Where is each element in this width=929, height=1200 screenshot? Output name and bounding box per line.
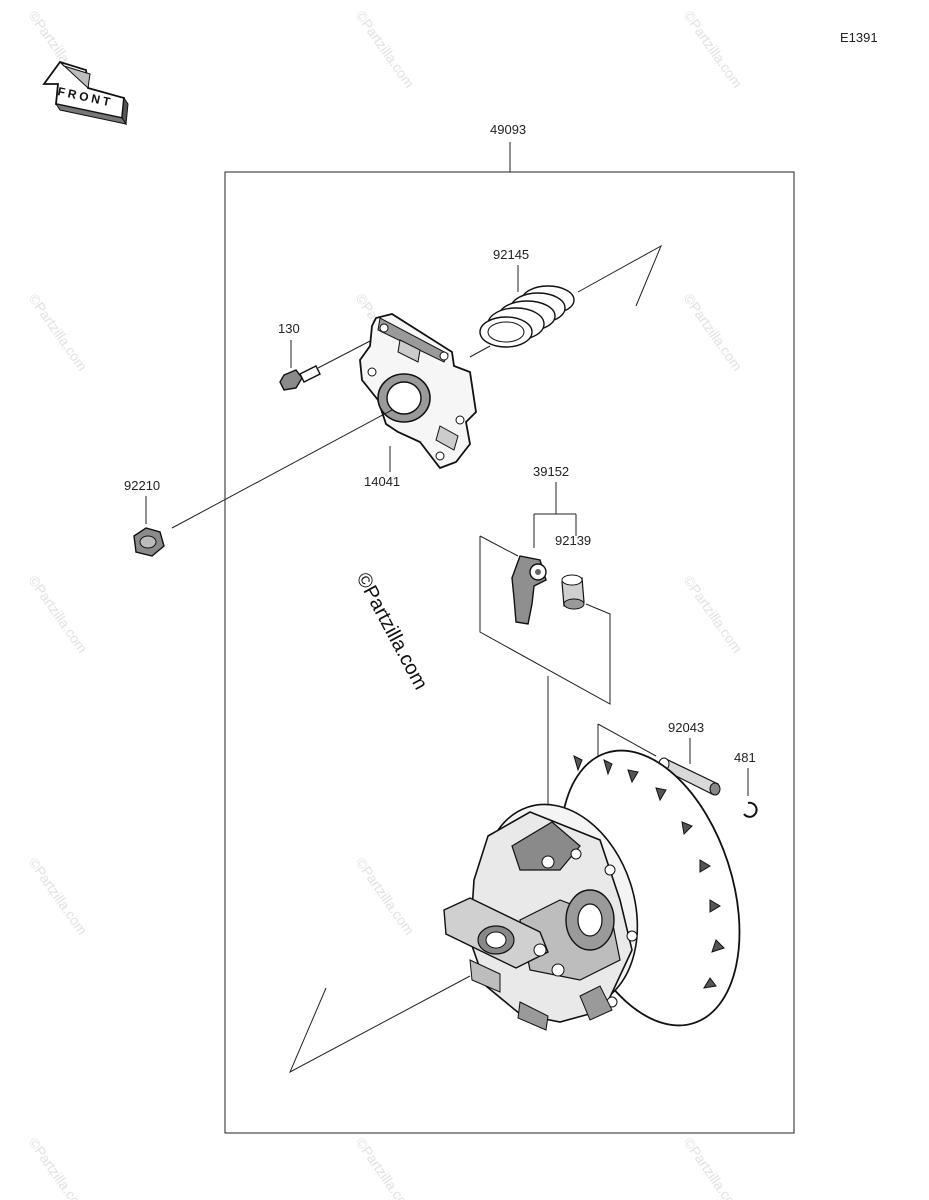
watermark: ©Partzilla.com [26, 291, 91, 374]
collar-part [561, 574, 585, 610]
pin-part [658, 757, 721, 796]
label-bolt: 130 [278, 321, 300, 336]
label-pin: 92043 [668, 720, 704, 735]
watermark: ©Partzilla.com [26, 573, 91, 656]
label-weight-set: 39152 [533, 464, 569, 479]
axis-line-lower [288, 975, 471, 1074]
watermark: ©Partzilla.com [26, 1135, 91, 1200]
watermark: ©Partzilla.com [681, 1135, 746, 1200]
label-collar: 92139 [555, 533, 591, 548]
axis-line-nut [171, 409, 393, 529]
diagram-code: E1391 [840, 30, 878, 45]
watermark: ©Partzilla.com [353, 8, 418, 91]
watermark: ©Partzilla.com [26, 855, 91, 938]
assembly-frame [224, 171, 795, 1134]
cover-plate-part [359, 313, 477, 470]
circlip-part [743, 801, 758, 818]
axis-line-spring [469, 345, 491, 358]
weight-arm-part [511, 555, 547, 625]
label-circlip: 481 [734, 750, 756, 765]
axis-line-upper [577, 244, 663, 307]
watermark: ©Partzilla.com [353, 855, 418, 938]
label-spring: 92145 [493, 247, 529, 262]
center-watermark: ©Partzilla.com [352, 569, 432, 693]
label-nut: 92210 [124, 478, 160, 493]
front-arrow-icon: FRONT [42, 60, 129, 126]
label-assembly: 49093 [490, 122, 526, 137]
watermark: ©Partzilla.com [681, 573, 746, 656]
weight-set-frame [479, 536, 611, 705]
axis-line-pin [597, 723, 657, 757]
bolt-part [279, 365, 321, 391]
watermark: ©Partzilla.com [353, 1135, 418, 1200]
leader-weight-set [533, 482, 577, 548]
nut-part [133, 527, 165, 557]
label-cover-plate: 14041 [364, 474, 400, 489]
weight-set-frame-top [479, 535, 519, 557]
watermark: ©Partzilla.com [681, 291, 746, 374]
axis-line-bolt [317, 339, 373, 369]
spring-part [479, 285, 575, 348]
watermark: ©Partzilla.com [681, 8, 746, 91]
clutch-assembly-part [443, 749, 741, 1031]
